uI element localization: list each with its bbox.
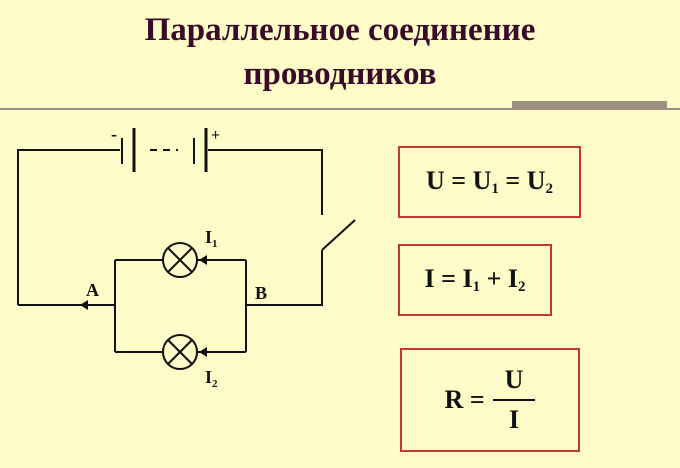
wire-top-right bbox=[208, 149, 323, 215]
title-line-2: проводников bbox=[243, 56, 437, 92]
current-2-arrow bbox=[199, 347, 207, 357]
fraction-numerator: U bbox=[492, 365, 536, 401]
formula-resistance-box: R = U I bbox=[400, 348, 580, 452]
node-a-label: A bbox=[86, 280, 99, 300]
divider-accent bbox=[512, 101, 667, 110]
formula-voltage: U = U1 = U2 bbox=[426, 166, 553, 197]
switch-blade bbox=[321, 219, 356, 251]
title-line-1: Параллельное соединение bbox=[144, 12, 536, 48]
formula-voltage-box: U = U1 = U2 bbox=[398, 146, 581, 218]
lamp-1-icon bbox=[162, 242, 198, 278]
page-title: Параллельное соединение проводников bbox=[0, 8, 680, 96]
formula-current-box: I = I1 + I2 bbox=[398, 244, 552, 316]
current-1-arrow bbox=[199, 255, 207, 265]
fraction-denominator: I bbox=[508, 405, 520, 434]
wire-right bbox=[246, 250, 323, 306]
divider-line bbox=[0, 108, 680, 110]
node-a-marker bbox=[80, 300, 88, 310]
formula-resistance-lhs: R = bbox=[444, 385, 485, 414]
formula-current: I = I1 + I2 bbox=[424, 264, 526, 295]
battery-minus-label: - bbox=[111, 124, 117, 144]
lamp-2-icon bbox=[162, 334, 198, 370]
current-1-label: I1 bbox=[205, 227, 218, 250]
node-b-label: B bbox=[255, 283, 267, 303]
formula-resistance-fraction: U I bbox=[492, 365, 536, 435]
battery-plus-label: + bbox=[211, 127, 220, 144]
wire-top-left bbox=[17, 149, 120, 305]
current-2-label: I2 bbox=[205, 367, 218, 390]
